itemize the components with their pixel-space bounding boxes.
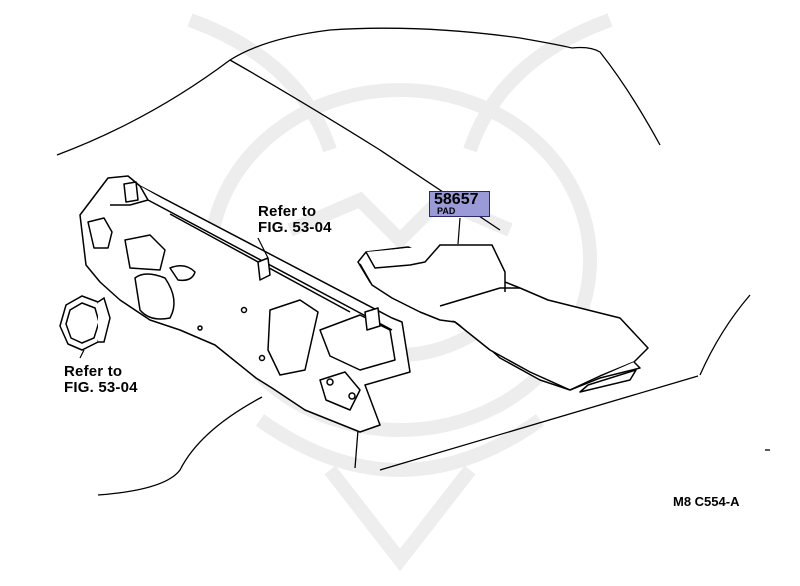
reference-label-line2: FIG. 53-04 xyxy=(64,379,138,396)
dash-panel xyxy=(79,175,411,433)
reference-label-line1: Refer to xyxy=(64,363,123,380)
part-number-highlight[interactable] xyxy=(429,191,490,217)
reference-label-line1: Refer to xyxy=(258,203,317,220)
reference-label-line2: FIG. 53-04 xyxy=(258,219,332,236)
reference-callout-lower: Refer to FIG. 53-04 xyxy=(64,364,138,396)
grommet-part xyxy=(59,295,111,351)
leader-lines xyxy=(79,217,461,359)
part-number-label[interactable]: 58657 xyxy=(434,191,479,208)
dash-pad-part xyxy=(357,244,649,393)
reference-callout-upper: Refer to FIG. 53-04 xyxy=(258,204,332,236)
diagram-code: M8 C554-A xyxy=(673,494,740,509)
part-name-label: PAD xyxy=(437,206,456,216)
